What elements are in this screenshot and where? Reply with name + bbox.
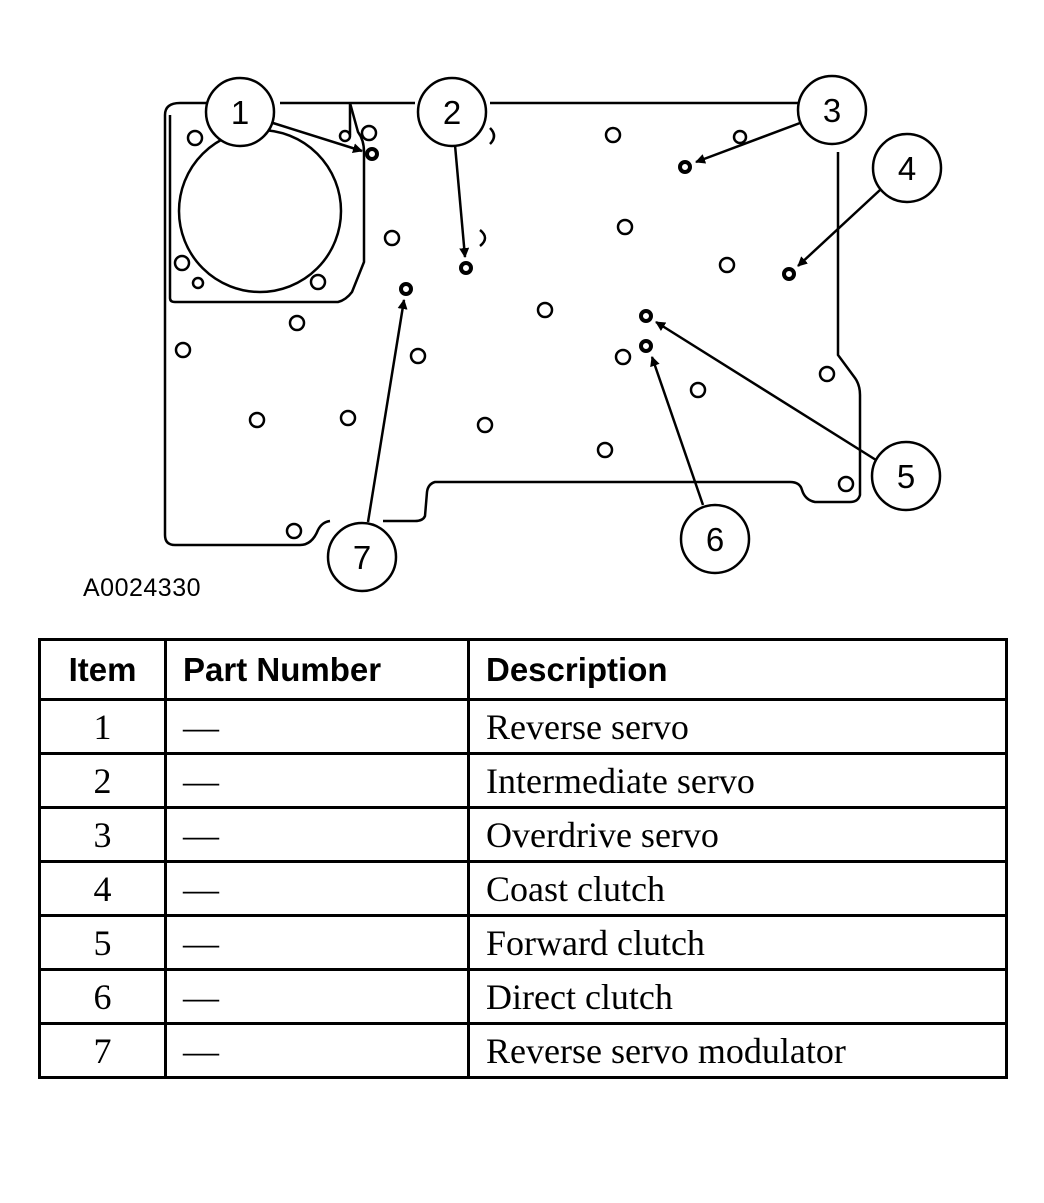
header-part-number: Part Number bbox=[164, 638, 470, 701]
callout-6: 6 bbox=[679, 503, 751, 575]
header-item: Item bbox=[38, 638, 167, 701]
plate-outline bbox=[163, 101, 862, 547]
pump-pocket bbox=[168, 102, 366, 304]
cell-item: 6 bbox=[38, 968, 167, 1025]
cell-item: 7 bbox=[38, 1022, 167, 1079]
callout-4: 4 bbox=[871, 132, 943, 204]
port-reverse-servo-modulator bbox=[399, 282, 413, 296]
table-header-row: Item Part Number Description bbox=[38, 638, 1008, 701]
cell-description: Direct clutch bbox=[467, 968, 1008, 1025]
plate-holes bbox=[173, 124, 855, 540]
port-intermediate-servo bbox=[459, 261, 473, 275]
port-forward-clutch bbox=[639, 309, 653, 323]
port-overdrive-servo bbox=[678, 160, 692, 174]
port-coast-clutch bbox=[782, 267, 796, 281]
callout-7-label: 7 bbox=[353, 539, 371, 576]
table-row: 6 — Direct clutch bbox=[38, 968, 1008, 1025]
table-row: 3 — Overdrive servo bbox=[38, 806, 1008, 863]
separator-plate-diagram: 1 2 3 4 5 6 7 bbox=[163, 74, 943, 593]
table-row: 5 — Forward clutch bbox=[38, 914, 1008, 971]
cell-part-number: — bbox=[164, 1022, 470, 1079]
callout-7: 7 bbox=[326, 521, 398, 593]
port-direct-clutch bbox=[639, 339, 653, 353]
callout-4-label: 4 bbox=[898, 150, 916, 187]
callout-3-label: 3 bbox=[823, 92, 841, 129]
cell-item: 4 bbox=[38, 860, 167, 917]
figure-id: A0024330 bbox=[83, 574, 202, 602]
callout-6-label: 6 bbox=[706, 521, 724, 558]
callout-1-label: 1 bbox=[231, 94, 249, 131]
callout-1: 1 bbox=[204, 76, 276, 148]
cell-item: 1 bbox=[38, 698, 167, 755]
cell-part-number: — bbox=[164, 968, 470, 1025]
cell-description: Overdrive servo bbox=[467, 806, 1008, 863]
callout-5-label: 5 bbox=[897, 458, 915, 495]
cell-description: Intermediate servo bbox=[467, 752, 1008, 809]
cell-description: Reverse servo bbox=[467, 698, 1008, 755]
cell-part-number: — bbox=[164, 752, 470, 809]
cell-part-number: — bbox=[164, 914, 470, 971]
callout-3: 3 bbox=[796, 74, 868, 146]
cell-item: 2 bbox=[38, 752, 167, 809]
cell-item: 3 bbox=[38, 806, 167, 863]
large-bore bbox=[177, 128, 343, 294]
table-row: 1 — Reverse servo bbox=[38, 698, 1008, 755]
port-reverse-servo bbox=[365, 147, 379, 161]
parts-table: Item Part Number Description 1 — Reverse… bbox=[38, 638, 1008, 1079]
table-row: 4 — Coast clutch bbox=[38, 860, 1008, 917]
callout-2-label: 2 bbox=[443, 94, 461, 131]
table-row: 2 — Intermediate servo bbox=[38, 752, 1008, 809]
cell-part-number: — bbox=[164, 806, 470, 863]
callout-2: 2 bbox=[416, 76, 488, 148]
cell-item: 5 bbox=[38, 914, 167, 971]
target-ports bbox=[365, 147, 796, 353]
header-description: Description bbox=[467, 638, 1008, 701]
cell-part-number: — bbox=[164, 860, 470, 917]
callout-5: 5 bbox=[870, 440, 942, 512]
cell-description: Coast clutch bbox=[467, 860, 1008, 917]
table-row: 7 — Reverse servo modulator bbox=[38, 1022, 1008, 1079]
cell-description: Reverse servo modulator bbox=[467, 1022, 1008, 1079]
cell-part-number: — bbox=[164, 698, 470, 755]
leader-arrows bbox=[272, 121, 881, 523]
cell-description: Forward clutch bbox=[467, 914, 1008, 971]
